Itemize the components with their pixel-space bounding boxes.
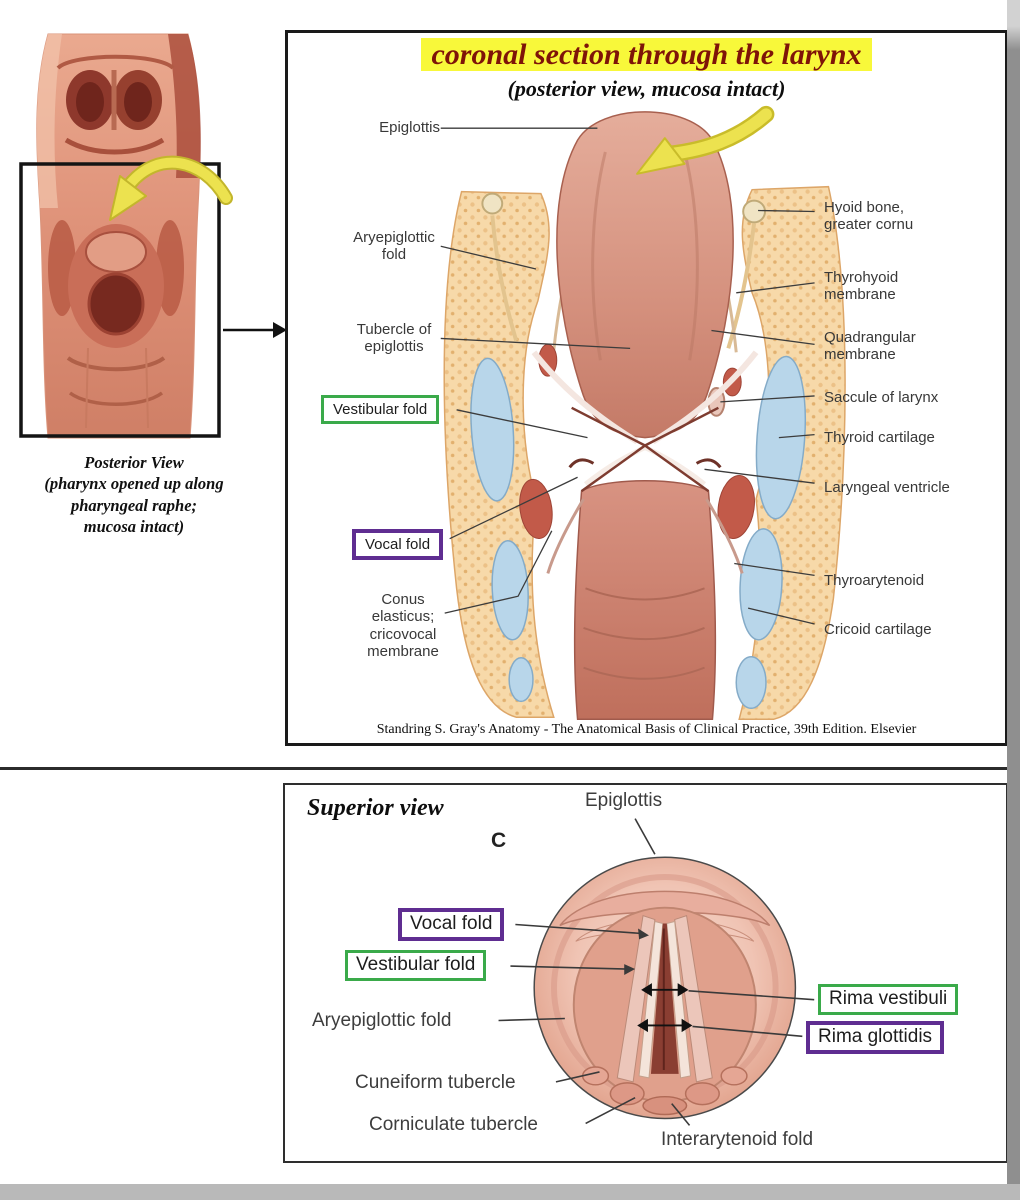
label-cuneiform-tubercle: Cuneiform tubercle [355,1072,516,1093]
caption-line: (pharynx opened up along [44,474,224,494]
leader-lines [498,818,815,1126]
label-quadrangular-membrane: Quadrangular membrane [824,329,916,364]
label-interarytenoid-fold: Interarytenoid fold [661,1129,814,1150]
main-subtitle: (posterior view, mucosa intact) [507,76,786,101]
label-epiglottis: Epiglottis [585,790,663,811]
caption-line: pharyngeal raphe; [70,495,198,515]
label-vestibular-fold: Vestibular fold [321,395,440,425]
figure-letter: C [491,829,507,852]
coronal-section-illustration [440,105,846,720]
label-laryngeal-ventricle: Laryngeal ventricle [824,479,950,496]
caption-line: Posterior View [84,453,184,472]
larynx-superior-view [533,856,797,1120]
caption-line: mucosa intact) [83,517,185,537]
curved-arrow-icon [109,155,233,221]
bottom-edge-strip [0,1184,1020,1200]
citation: Standring S. Gray's Anatomy - The Anatom… [376,722,917,737]
connector-arrow-icon [223,322,287,338]
superior-view-panel: Superior view C Epiglottis Vocal fold Ve… [283,783,1008,1163]
label-vocal-fold: Vocal fold [352,529,444,561]
right-edge-strip [1007,0,1020,1200]
label-rima-vestibuli: Rima vestibuli [818,984,959,1015]
curved-arrow-icon [636,105,775,175]
superior-view-illustration [498,818,815,1126]
label-saccule-of-larynx: Saccule of larynx [824,389,939,406]
coronal-section-panel: coronal section through the larynx (post… [285,30,1008,746]
label-tubercle-of-epiglottis: Tubercle of epiglottis [356,321,432,356]
pharynx-specimen [36,33,201,439]
label-vocal-fold: Vocal fold [398,908,505,941]
label-thyroid-cartilage: Thyroid cartilage [824,429,935,446]
main-title-highlight: coronal section through the larynx [421,38,872,71]
section-divider [0,767,1020,770]
label-aryepiglottic-fold: Aryepiglottic fold [312,1010,452,1031]
leader-lines [440,127,815,625]
leader-arrowheads [624,928,649,975]
label-conus-elasticus: Conus elasticus; cricovocal membrane [367,591,439,660]
label-thyrohyoid-membrane: Thyrohyoid membrane [824,269,899,304]
label-corniculate-tubercle: Corniculate tubercle [369,1114,538,1135]
label-cricoid-cartilage: Cricoid cartilage [824,621,932,638]
superior-view-title: Superior view [307,795,444,821]
label-epiglottis: Epiglottis [379,119,440,136]
epiglottis-shape [556,111,734,439]
main-title: coronal section through the larynx [288,38,1005,72]
label-rima-glottidis: Rima glottidis [806,1021,945,1054]
vestibular-and-vocal-folds [531,350,759,493]
posterior-view-illustration [19,33,233,439]
infraglottic-column [546,479,744,720]
inset-frame [19,162,221,438]
label-hyoid-bone: Hyoid bone, greater cornu [824,199,914,234]
rima-double-arrow-icon [637,983,693,1033]
label-vestibular-fold: Vestibular fold [345,950,487,981]
label-thyroarytenoid: Thyroarytenoid [824,572,925,589]
left-caption: Posterior View (pharynx opened up along … [8,452,260,538]
label-aryepiglottic-fold: Aryepiglottic fold [353,229,435,264]
